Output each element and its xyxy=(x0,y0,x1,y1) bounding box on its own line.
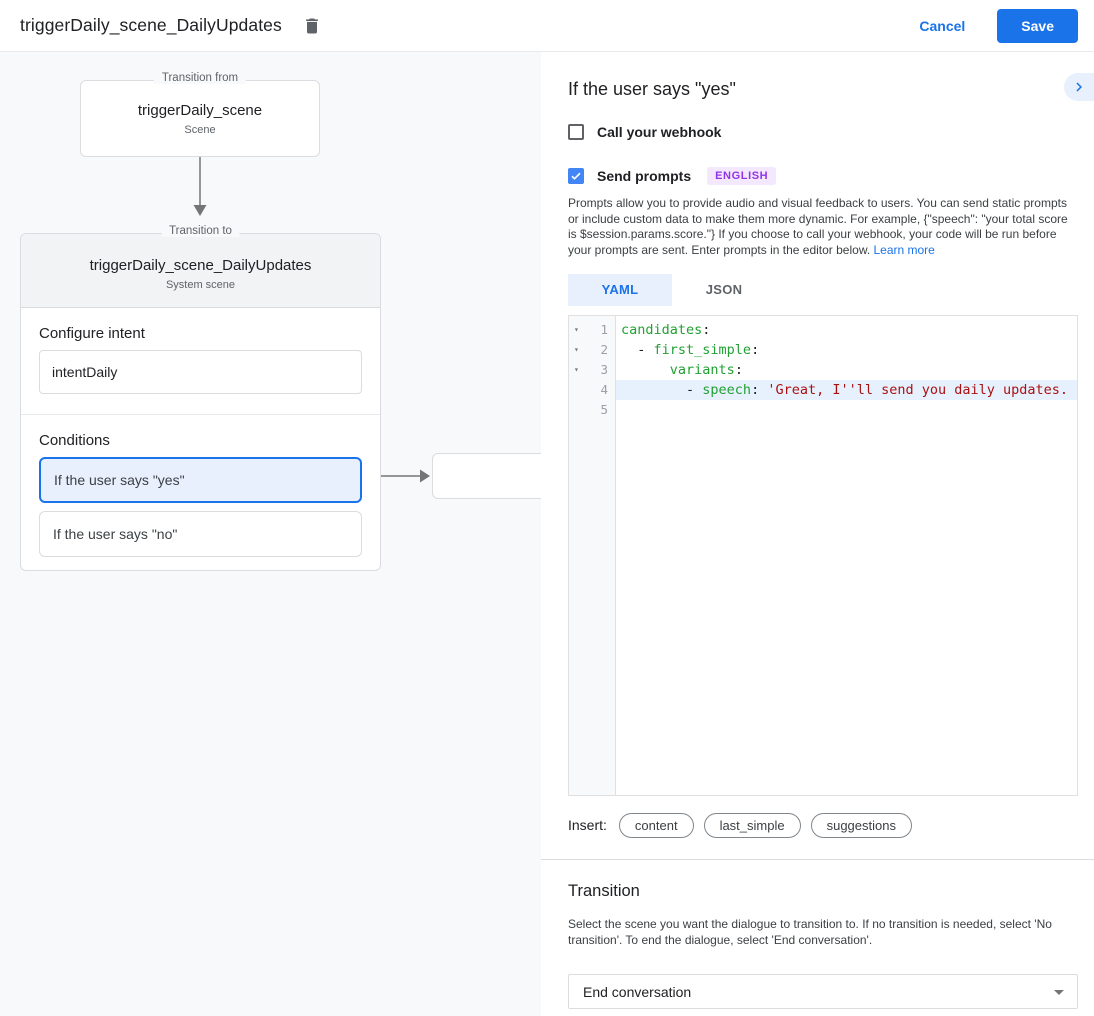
insert-chip-content[interactable]: content xyxy=(618,812,694,838)
scene-diagram-canvas: Transition from triggerDaily_scene Scene… xyxy=(0,52,541,1016)
insert-row: Insert: content last_simple suggestions xyxy=(568,812,1078,838)
code-token: 'Great, I''ll send you daily updates. xyxy=(767,381,1069,398)
webhook-checkbox[interactable] xyxy=(568,124,584,140)
prompts-description-text: Prompts allow you to provide audio and v… xyxy=(568,196,1068,258)
code-token: variants xyxy=(669,361,735,378)
save-button[interactable]: Save xyxy=(997,8,1078,43)
from-scene-type: Scene xyxy=(184,123,216,136)
configure-intent-label: Configure intent xyxy=(39,325,145,342)
tab-yaml[interactable]: YAML xyxy=(568,273,672,306)
transition-section: Transition Select the scene you want the… xyxy=(541,858,1094,1010)
code-token: : xyxy=(751,381,768,398)
gutter-row: 4 xyxy=(569,380,615,400)
insert-chip-last-simple[interactable]: last_simple xyxy=(703,812,801,838)
fold-arrow-icon[interactable]: ▾ xyxy=(574,365,579,375)
to-scene-type: System scene xyxy=(165,278,236,291)
code-line[interactable]: - speech: 'Great, I''ll send you daily u… xyxy=(616,379,1077,400)
card-divider xyxy=(21,414,380,415)
panel-title: If the user says "yes" xyxy=(568,79,736,99)
code-token: : xyxy=(702,321,711,338)
arrowhead-right-icon xyxy=(420,469,430,483)
tab-json[interactable]: JSON xyxy=(705,282,743,298)
line-number: 1 xyxy=(600,322,608,338)
condition-item-no[interactable]: If the user says "no" xyxy=(39,511,362,557)
code-token: speech xyxy=(702,381,752,398)
transition-select-value: End conversation xyxy=(583,983,692,1000)
delete-button[interactable] xyxy=(300,14,324,38)
webhook-checkbox-label: Call your webhook xyxy=(597,124,722,140)
page-title: triggerDaily_scene_DailyUpdates xyxy=(20,15,282,35)
conditions-section: Conditions If the user says "yes" If the… xyxy=(21,415,380,557)
code-token: - xyxy=(621,381,703,398)
cancel-button[interactable]: Cancel xyxy=(903,10,981,42)
collapse-panel-button[interactable] xyxy=(1064,73,1094,101)
conditions-label: Conditions xyxy=(39,432,110,449)
transition-to-legend: Transition to xyxy=(161,225,240,237)
transition-select[interactable]: End conversation xyxy=(568,974,1078,1010)
configure-intent-section: Configure intent intentDaily xyxy=(21,308,380,394)
code-token xyxy=(621,362,670,378)
code-line[interactable]: candidates: xyxy=(616,320,1077,340)
condition-item-yes[interactable]: If the user says "yes" xyxy=(39,457,362,503)
main-layout: Transition from triggerDaily_scene Scene… xyxy=(0,52,1094,1016)
learn-more-link[interactable]: Learn more xyxy=(873,243,935,258)
to-scene-name: triggerDaily_scene_DailyUpdates xyxy=(89,256,312,274)
editor-format-tabs: YAML JSON xyxy=(568,273,1078,306)
code-token: - xyxy=(621,341,654,358)
from-scene-name: triggerDaily_scene xyxy=(137,101,263,119)
line-number: 5 xyxy=(600,402,608,418)
transition-to-card: Transition to triggerDaily_scene_DailyUp… xyxy=(20,225,381,571)
code-token: candidates xyxy=(621,321,703,338)
trash-icon xyxy=(306,18,318,33)
transition-from-legend: Transition from xyxy=(153,72,247,84)
checkmark-icon xyxy=(571,172,581,180)
gutter-row: 5 xyxy=(569,400,615,420)
code-token: first_simple xyxy=(653,341,752,358)
code-lines[interactable]: candidates: - first_simple: variants: - … xyxy=(616,316,1077,795)
code-token: : xyxy=(734,361,743,378)
dropdown-arrow-icon xyxy=(1054,989,1064,995)
webhook-checkbox-row: Call your webhook xyxy=(568,124,1078,140)
to-card-header[interactable]: triggerDaily_scene_DailyUpdates System s… xyxy=(21,234,380,308)
fold-arrow-icon[interactable]: ▾ xyxy=(574,345,579,355)
chevron-right-icon xyxy=(1076,82,1082,92)
gutter-row: ▾1 xyxy=(569,320,615,340)
insert-chip-suggestions[interactable]: suggestions xyxy=(810,812,912,838)
prompts-checkbox[interactable] xyxy=(568,168,584,184)
code-line[interactable]: - first_simple: xyxy=(616,340,1077,360)
arrowhead-down-icon xyxy=(193,205,207,216)
gutter-row: ▾2 xyxy=(569,340,615,360)
prompts-checkbox-row: Send prompts ENGLISH xyxy=(568,167,1078,185)
prompts-description: Prompts allow you to provide audio and v… xyxy=(568,196,1078,259)
fold-arrow-icon[interactable]: ▾ xyxy=(574,325,579,335)
line-number: 3 xyxy=(600,362,608,378)
transition-description: Select the scene you want the dialogue t… xyxy=(568,916,1052,947)
intent-input[interactable]: intentDaily xyxy=(39,350,362,394)
line-number: 4 xyxy=(600,382,608,398)
app-header: triggerDaily_scene_DailyUpdates Cancel S… xyxy=(0,0,1094,52)
insert-label: Insert: xyxy=(568,817,607,834)
gutter-row: ▾3 xyxy=(569,360,615,380)
code-line[interactable]: variants: xyxy=(616,360,1077,380)
condition-edit-panel: If the user says "yes" Call your webhook… xyxy=(541,52,1094,1016)
language-badge: ENGLISH xyxy=(707,167,777,185)
transition-target-card[interactable] xyxy=(432,453,541,499)
prompts-checkbox-label: Send prompts xyxy=(597,168,692,184)
transition-heading: Transition xyxy=(568,881,640,900)
line-number: 2 xyxy=(600,342,608,358)
transition-from-card[interactable]: Transition from triggerDaily_scene Scene xyxy=(80,72,320,157)
code-line[interactable] xyxy=(616,400,1077,420)
code-token: : xyxy=(751,341,760,358)
